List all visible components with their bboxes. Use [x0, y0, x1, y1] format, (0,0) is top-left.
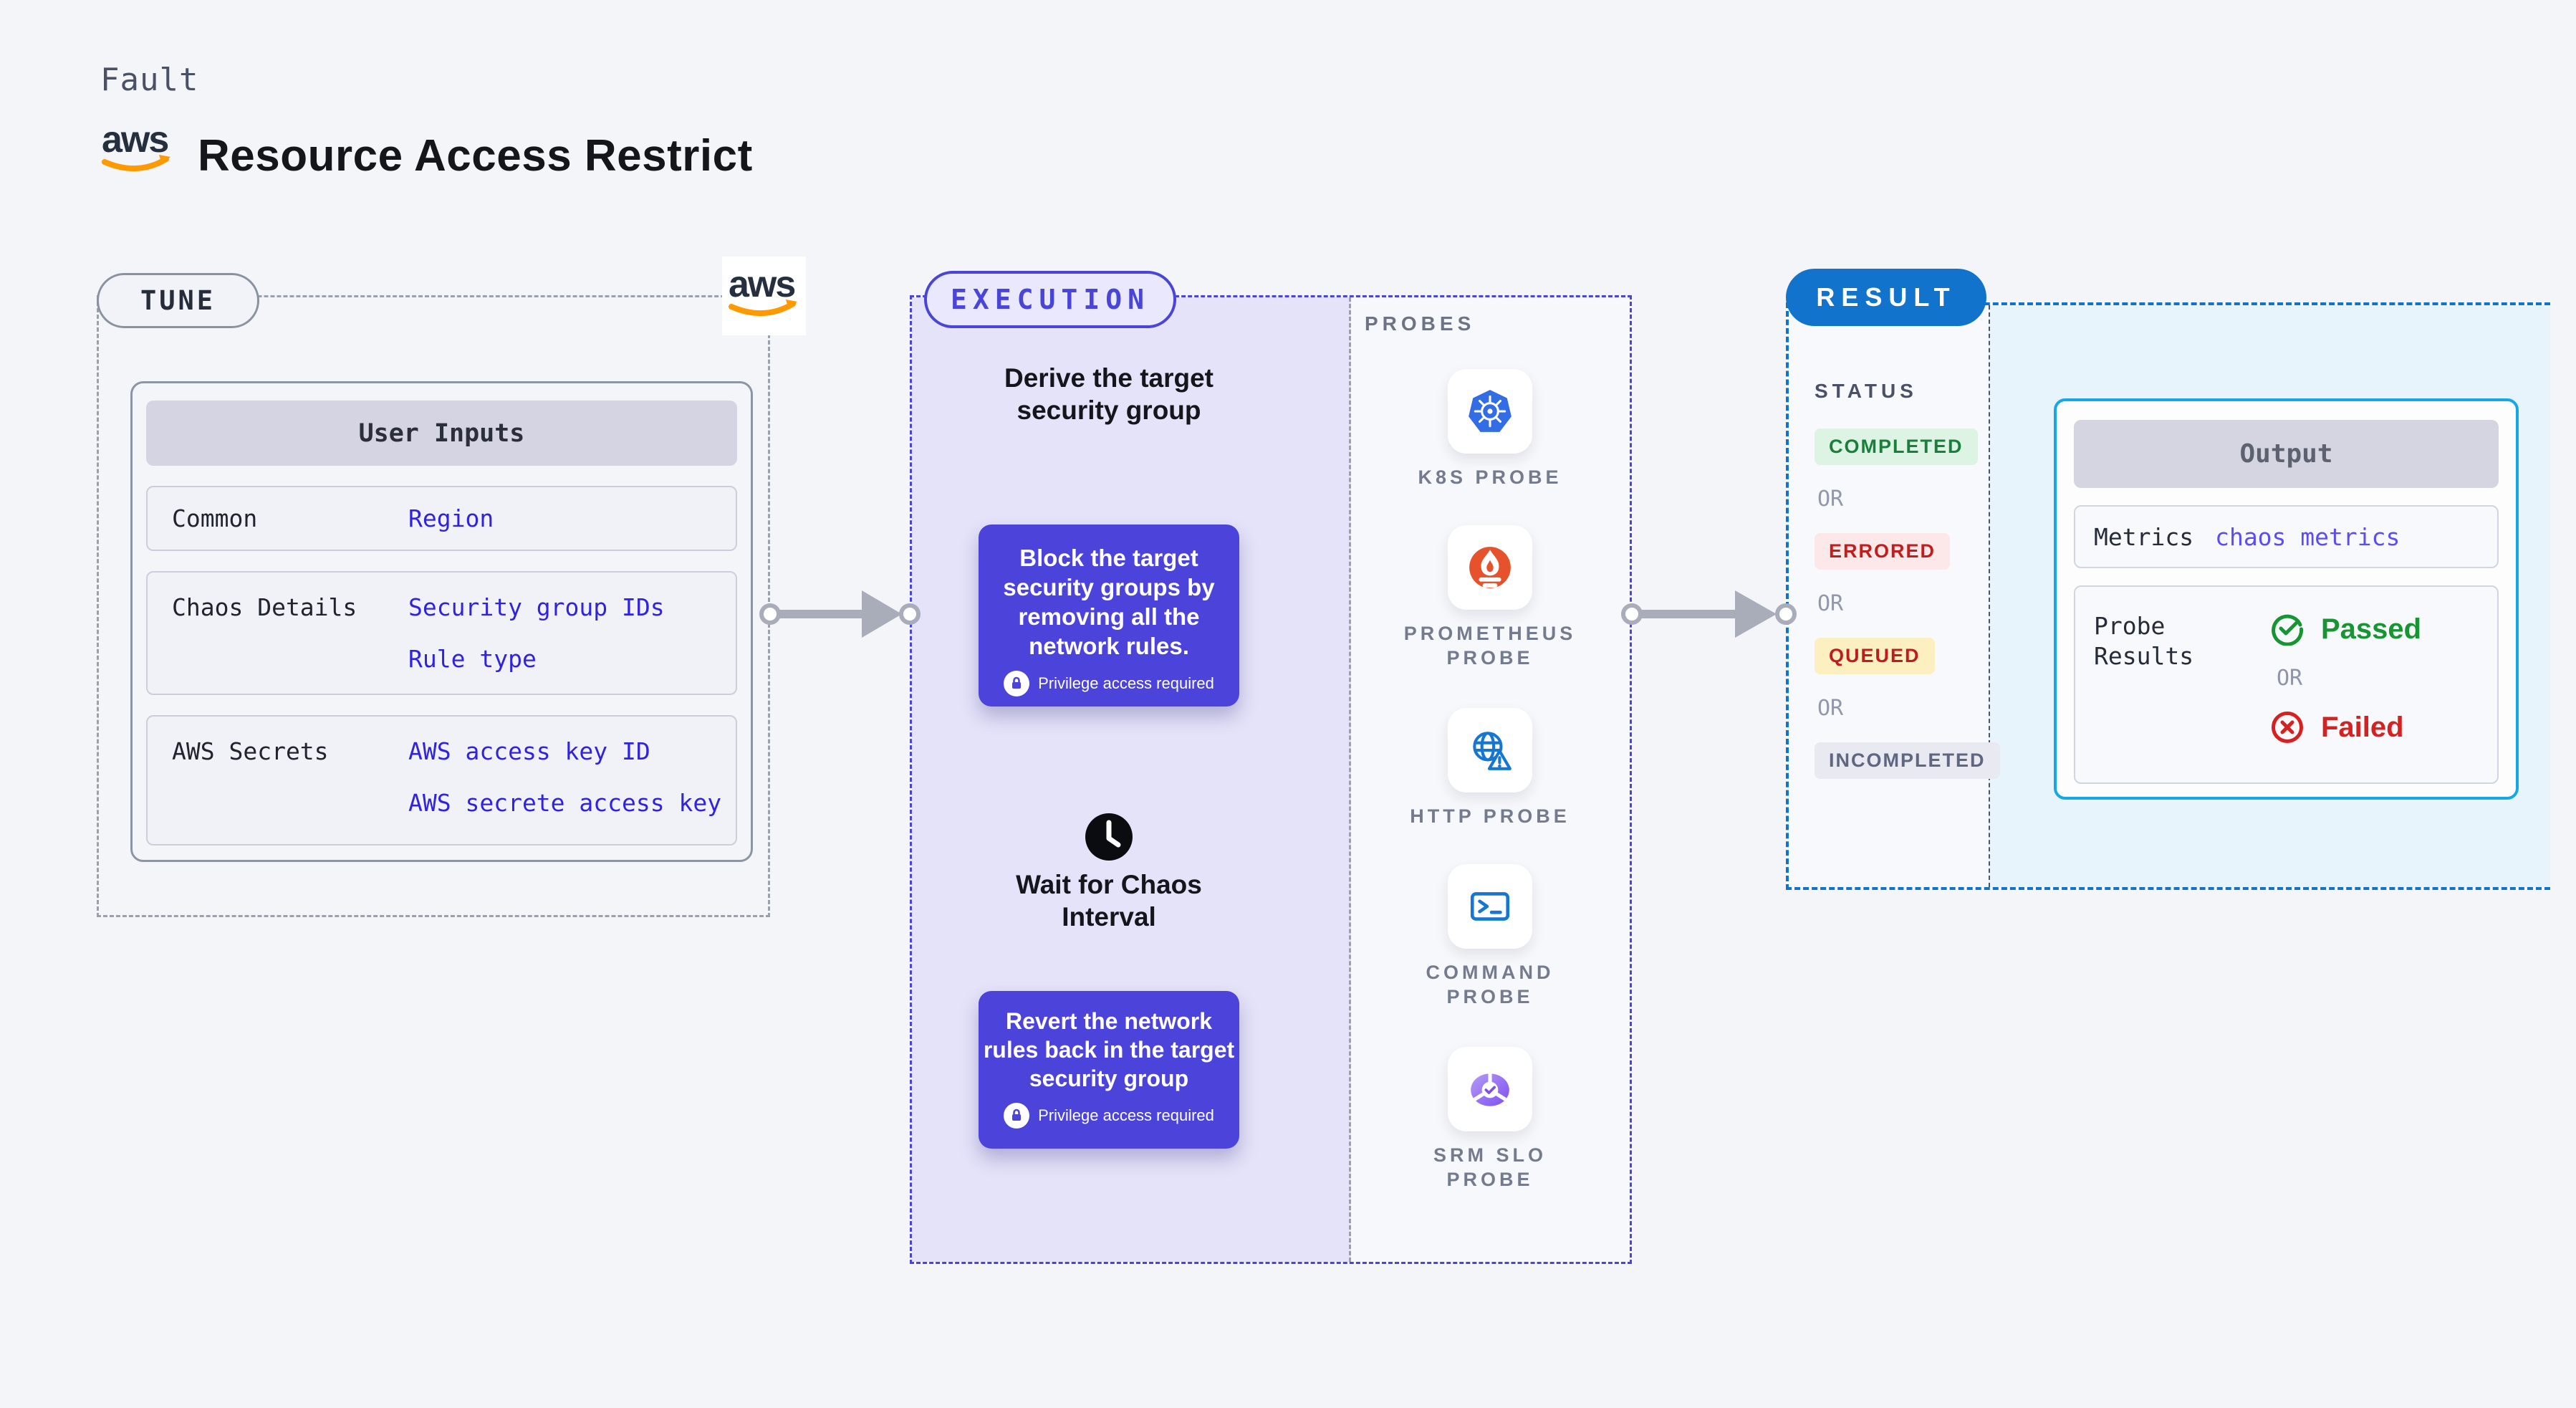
row-value: AWS access key ID	[408, 737, 650, 765]
status-badge-queued: QUEUED	[1815, 638, 1935, 674]
row-value: Rule type	[408, 645, 537, 673]
step-wait-text: Wait for Chaos Interval	[1016, 870, 1202, 932]
probes-column-label: PROBES	[1365, 312, 1476, 335]
probe-label: COMMAND PROBE	[1426, 962, 1554, 1007]
command-probe-icon	[1448, 864, 1532, 949]
wait-clock-icon	[1085, 813, 1133, 861]
step-revert-text: Revert the network rules back in the tar…	[983, 1008, 1235, 1091]
prometheus-probe-icon	[1448, 525, 1532, 610]
probe-results-values: Passed OR Failed	[2271, 611, 2421, 782]
tune-badge-label: TUNE	[140, 285, 216, 316]
step-block-box: Block the target security groups by remo…	[979, 525, 1239, 707]
failed-label: Failed	[2321, 711, 2404, 743]
aws-corner-patch	[722, 257, 806, 335]
probe-results-label: Probe Results	[2094, 612, 2194, 670]
row-label: Chaos Details	[172, 593, 357, 621]
tune-to-execution-arrow	[759, 590, 921, 638]
status-badge-errored: ERRORED	[1815, 533, 1951, 570]
probe-item-k8s: K8S PROBE	[1400, 369, 1580, 489]
execution-badge-label: EXECUTION	[951, 284, 1150, 315]
or-separator: OR	[1817, 696, 1844, 721]
probe-item-command: COMMAND PROBE	[1400, 864, 1580, 1009]
page-title: Resource Access Restrict	[198, 131, 753, 181]
row-value: Region	[408, 504, 494, 532]
metrics-label: Metrics	[2094, 522, 2194, 551]
probe-label: HTTP PROBE	[1410, 805, 1570, 827]
check-circle-icon	[2272, 614, 2304, 646]
output-probe-results-row: Probe Results Passed OR Failed	[2074, 585, 2499, 784]
user-inputs-header-label: User Inputs	[358, 418, 525, 448]
output-metrics-row: Metrics chaos metrics	[2074, 505, 2499, 568]
step-block-text: Block the target security groups by remo…	[1003, 545, 1215, 659]
lock-icon	[1004, 1103, 1030, 1129]
aws-logo	[100, 120, 175, 182]
metrics-value: chaos metrics	[2215, 522, 2400, 551]
or-separator: OR	[1817, 591, 1844, 616]
output-card: Output Metrics chaos metrics Probe Resul…	[2054, 398, 2519, 800]
privilege-row: Privilege access required	[979, 1103, 1239, 1129]
or-separator: OR	[2277, 666, 2303, 691]
lock-icon	[1004, 671, 1030, 696]
table-row-aws-secrets: AWS Secrets AWS access key ID AWS secret…	[146, 715, 737, 846]
row-label: Common	[172, 504, 258, 532]
result-badge-label: RESULT	[1816, 282, 1956, 312]
aws-logo	[727, 265, 802, 327]
row-value: AWS secrete access key	[408, 789, 722, 817]
passed-line: Passed	[2271, 611, 2421, 647]
http-probe-icon	[1448, 708, 1532, 792]
status-badge-completed: COMPLETED	[1815, 428, 1978, 465]
row-label: AWS Secrets	[172, 737, 329, 765]
status-column: STATUS COMPLETED OR ERRORED OR QUEUED OR…	[1815, 380, 2000, 798]
probe-item-http: HTTP PROBE	[1400, 708, 1580, 828]
user-inputs-table: User Inputs Common Region Chaos Details …	[130, 381, 753, 862]
probe-label: PROMETHEUS PROBE	[1403, 623, 1577, 669]
tune-section-badge: TUNE	[97, 273, 259, 328]
privilege-row: Privilege access required	[979, 671, 1239, 696]
failed-line: Failed	[2271, 709, 2421, 745]
step-derive-text: Derive the target security group	[1004, 363, 1213, 425]
execution-section-badge: EXECUTION	[924, 271, 1176, 328]
x-circle-icon	[2272, 712, 2303, 743]
privilege-label: Privilege access required	[1038, 674, 1214, 692]
k8s-probe-icon	[1448, 369, 1532, 454]
step-revert-box: Revert the network rules back in the tar…	[979, 991, 1239, 1149]
status-title: STATUS	[1815, 380, 1918, 402]
probe-item-prometheus: PROMETHEUS PROBE	[1400, 525, 1580, 670]
privilege-label: Privilege access required	[1038, 1106, 1214, 1124]
row-value: Security group IDs	[408, 593, 665, 621]
srm-slo-probe-icon	[1448, 1047, 1532, 1131]
table-row-chaos-details: Chaos Details Security group IDs Rule ty…	[146, 571, 737, 695]
status-badge-incompleted: INCOMPLETED	[1815, 742, 2000, 779]
probe-label: K8S PROBE	[1418, 466, 1562, 488]
or-separator: OR	[1817, 487, 1844, 512]
output-header: Output	[2074, 420, 2499, 488]
passed-label: Passed	[2321, 613, 2422, 645]
result-section-badge: RESULT	[1786, 269, 1986, 326]
probe-label: SRM SLO PROBE	[1433, 1144, 1547, 1190]
execution-to-result-arrow	[1621, 590, 1797, 638]
probe-item-srm-slo: SRM SLO PROBE	[1400, 1047, 1580, 1192]
output-header-label: Output	[2239, 439, 2333, 469]
user-inputs-header: User Inputs	[146, 401, 737, 466]
table-row-common: Common Region	[146, 486, 737, 551]
fault-kicker: Fault	[100, 62, 199, 98]
